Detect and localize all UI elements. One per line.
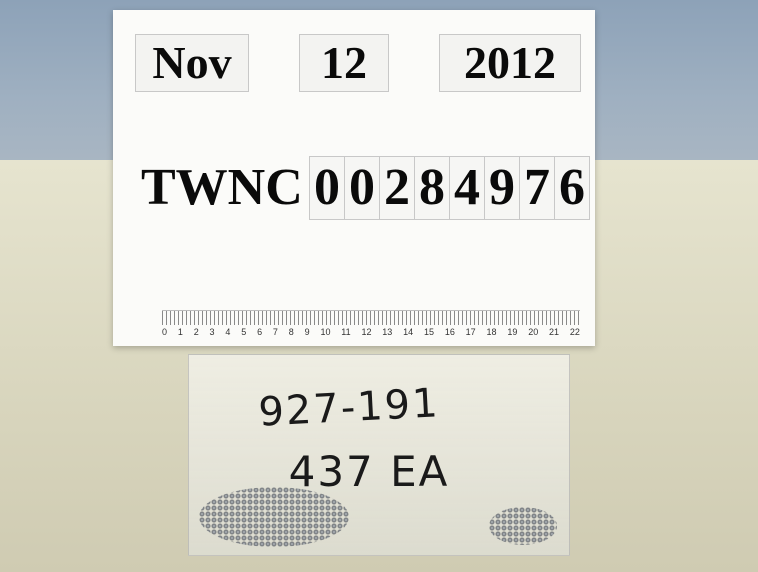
- ruler-number: 5: [241, 327, 247, 337]
- ruler-number: 15: [423, 327, 434, 337]
- ruler-number: 11: [341, 327, 351, 337]
- ruler-number: 22: [569, 327, 580, 337]
- ruler-number: 17: [465, 327, 476, 337]
- parts-pile-right: [489, 507, 557, 545]
- ruler-number: 19: [507, 327, 518, 337]
- ruler-number: 21: [549, 327, 560, 337]
- ruler-number: 10: [320, 327, 331, 337]
- tag-prefix: TWNC: [141, 159, 303, 216]
- ruler-number: 4: [225, 327, 231, 337]
- parts-pile-left: [199, 487, 349, 547]
- ruler-number: 12: [361, 327, 372, 337]
- ruler-number: 9: [304, 327, 310, 337]
- tag-digit: 7: [519, 156, 555, 220]
- tag-digit: 0: [344, 156, 380, 220]
- ruler-number: 18: [486, 327, 497, 337]
- tag-digit: 6: [554, 156, 590, 220]
- date-year: 2012: [439, 34, 581, 92]
- ruler-number: 6: [257, 327, 263, 337]
- ruler-number: 3: [209, 327, 215, 337]
- tag-digit: 2: [379, 156, 415, 220]
- tag-digits: 0 0 2 8 4 9 7 6: [309, 156, 590, 220]
- sample-bag: 927-191 437 EA: [188, 354, 570, 556]
- ruler-number: 2: [193, 327, 199, 337]
- ruler-number: 13: [382, 327, 393, 337]
- ruler-number: 1: [177, 327, 183, 337]
- ruler-number: 8: [288, 327, 294, 337]
- ruler-number: 20: [528, 327, 539, 337]
- tag-digit: 9: [484, 156, 520, 220]
- date-day: 12: [299, 34, 389, 92]
- bag-part-number: 927-191: [257, 380, 441, 436]
- tag-digit: 4: [449, 156, 485, 220]
- ruler-number: 7: [272, 327, 278, 337]
- date-month: Nov: [135, 34, 249, 92]
- ruler-number: 0: [162, 327, 168, 337]
- ruler-number: 16: [444, 327, 455, 337]
- tag-digit: 8: [414, 156, 450, 220]
- bag-quantity: 437 EA: [288, 447, 450, 496]
- tag-digit: 0: [309, 156, 345, 220]
- ruler-number: 14: [403, 327, 414, 337]
